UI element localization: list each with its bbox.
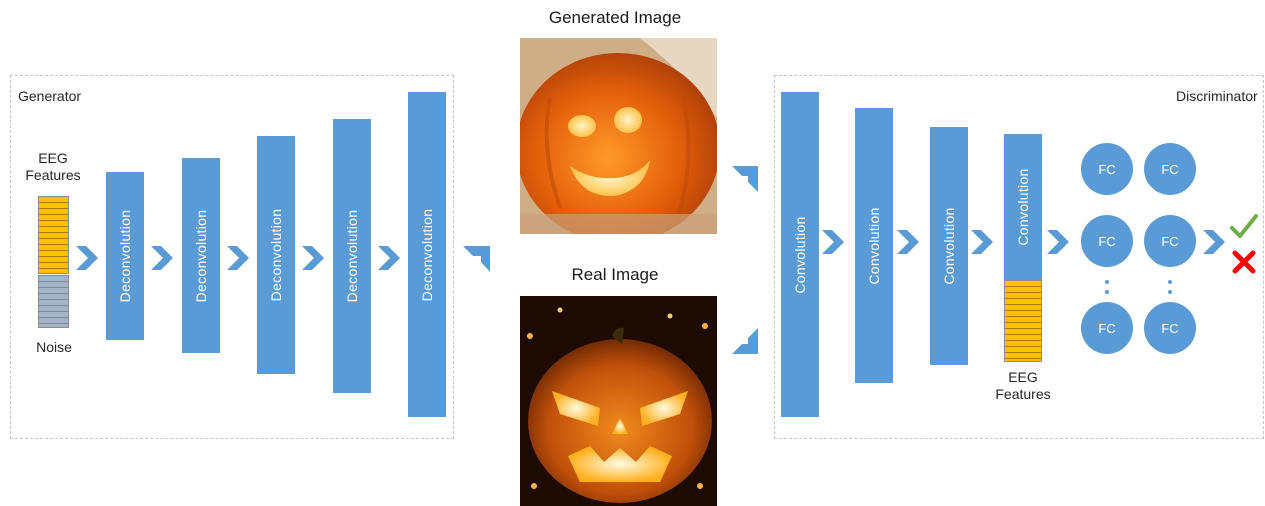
generator-eeg-features-vector [38,196,69,274]
discriminator-panel [774,75,1264,439]
fc-node: FC [1144,215,1196,267]
chevron-right-icon [151,246,173,270]
chevron-right-icon [897,230,919,254]
chevron-right-icon [971,230,993,254]
generated-pumpkin-picture [520,38,717,234]
noise-label: Noise [36,339,72,355]
deconvolution-layer-3: Deconvolution [257,136,295,374]
generator-eeg-label-line1: EEG [38,150,68,166]
fc-ellipsis-dot [1168,280,1172,284]
generated-image [520,38,717,234]
fc-node: FC [1081,143,1133,195]
fc-node: FC [1081,302,1133,354]
real-image-title: Real Image [571,265,659,284]
fc-node: FC [1144,302,1196,354]
corner-arrow-down-right-icon [732,166,758,192]
real-image [520,296,717,506]
deconvolution-layer-5: Deconvolution [408,92,446,417]
chevron-right-icon [227,246,249,270]
corner-arrow-up-right-icon [732,328,758,354]
generator-eeg-label: EEG Features [16,150,90,184]
discriminator-eeg-label-line2: Features [995,386,1051,402]
chevron-right-icon [302,246,324,270]
chevron-right-icon [1047,230,1069,254]
convolution-layer-3: Convolution [930,127,968,365]
chevron-right-icon [1203,230,1225,254]
cross-icon [1232,250,1256,274]
deconvolution-layer-4: Deconvolution [333,119,371,393]
check-icon [1230,214,1258,238]
generator-panel [10,75,454,439]
generator-eeg-label-line2: Features [25,167,81,183]
deconvolution-layer-1: Deconvolution [106,172,144,340]
fc-ellipsis-dot [1105,280,1109,284]
chevron-right-icon [76,246,98,270]
deconvolution-layer-2: Deconvolution [182,158,220,353]
fc-ellipsis-dot [1105,290,1109,294]
generated-image-title: Generated Image [548,8,682,27]
corner-arrow-up-right-icon [463,246,490,272]
discriminator-eeg-label: EEG Features [987,369,1059,403]
generator-title: Generator [18,88,82,104]
fc-ellipsis-dot [1168,290,1172,294]
chevron-right-icon [378,246,400,270]
real-pumpkin-picture [520,296,717,506]
convolution-layer-1: Convolution [781,92,819,417]
discriminator-title: Discriminator [1176,88,1258,104]
noise-vector [38,275,69,328]
fc-node: FC [1144,143,1196,195]
convolution-layer-2: Convolution [855,108,893,383]
discriminator-eeg-label-line1: EEG [1008,369,1038,385]
chevron-right-icon [822,230,844,254]
discriminator-eeg-features-vector [1004,280,1042,362]
convolution-layer-4: Convolution [1004,134,1042,280]
fc-node: FC [1081,215,1133,267]
